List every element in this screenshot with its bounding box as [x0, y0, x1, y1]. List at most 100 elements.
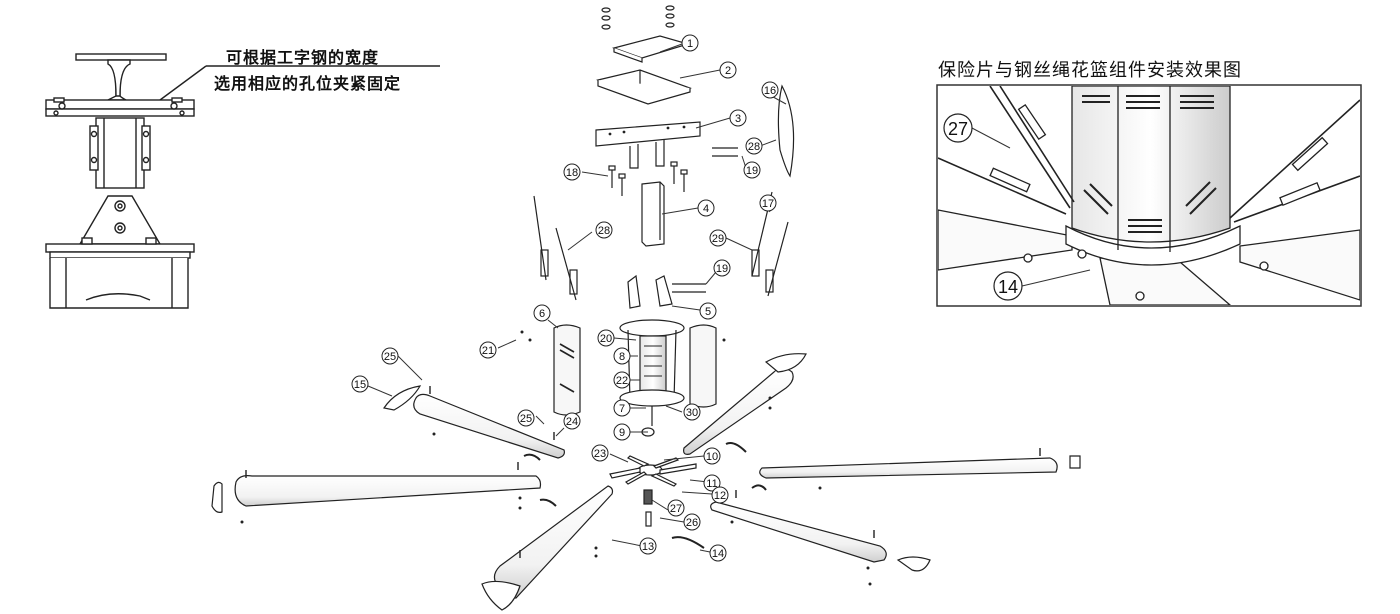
- fan-blades: [234, 367, 1058, 599]
- annotation-line-1: 可根据工字钢的宽度: [226, 48, 380, 67]
- callout-19-upper: 19: [743, 161, 761, 179]
- svg-text:3: 3: [735, 113, 741, 125]
- callout-2: 2: [719, 61, 737, 79]
- part-5-brackets: [627, 274, 673, 309]
- svg-text:23: 23: [594, 448, 606, 460]
- svg-text:10: 10: [706, 451, 718, 463]
- svg-text:19: 19: [746, 165, 758, 177]
- svg-text:18: 18: [566, 167, 578, 179]
- part-18-bolts: [608, 161, 688, 196]
- callout-leaders: [367, 43, 1091, 553]
- callout-10: 10: [703, 447, 721, 465]
- washer-stack-right: [665, 5, 675, 28]
- callout-15: 15: [351, 375, 369, 393]
- callout-17: 17: [759, 194, 777, 212]
- callout-22: 22: [613, 371, 631, 389]
- part-14-clips: [523, 442, 767, 549]
- part-6-cover-right: [689, 324, 717, 408]
- svg-text:2: 2: [725, 65, 731, 77]
- part-16-safety-plate: [777, 84, 795, 178]
- svg-text:14: 14: [998, 277, 1018, 297]
- part-20-top-disc: [619, 319, 685, 337]
- callout-13: 13: [639, 537, 657, 555]
- svg-text:13: 13: [642, 541, 654, 553]
- callout-1: 1: [681, 34, 699, 52]
- svg-text:29: 29: [712, 233, 724, 245]
- annotation-line-2: 选用相应的孔位夹紧固定: [214, 74, 402, 93]
- part-23-hub-star: [609, 455, 697, 487]
- main-exploded-view: [211, 5, 1081, 611]
- callout-11: 11: [703, 474, 721, 492]
- svg-text:11: 11: [706, 478, 717, 490]
- part-26-bolt: [645, 511, 652, 527]
- svg-text:16: 16: [764, 85, 776, 97]
- svg-text:14: 14: [712, 548, 724, 560]
- svg-text:24: 24: [566, 416, 578, 428]
- callout-7: 7: [613, 399, 631, 417]
- svg-text:22: 22: [616, 375, 628, 387]
- callout-3: 3: [729, 109, 747, 127]
- svg-text:25: 25: [384, 351, 396, 363]
- svg-text:12: 12: [714, 490, 726, 502]
- callout-28-lower: 28: [595, 221, 613, 239]
- callout-26: 26: [683, 513, 701, 531]
- callout-5: 5: [699, 302, 717, 320]
- svg-text:28: 28: [598, 225, 610, 237]
- callout-30: 30: [683, 403, 701, 421]
- svg-text:26: 26: [686, 517, 698, 529]
- callout-29: 29: [709, 229, 727, 247]
- callout-19-lower: 19: [713, 259, 731, 277]
- svg-text:27: 27: [670, 503, 682, 515]
- ibeam-clamp-detail: [45, 53, 195, 309]
- callout-27: 27: [667, 499, 685, 517]
- callout-16: 16: [761, 81, 779, 99]
- callout-markers: 1 2 3 4 5 6 7 8 9 10 11 12 13 14 15 16 1…: [351, 34, 779, 562]
- annotation-leader: [159, 65, 440, 101]
- callout-18: 18: [563, 163, 581, 181]
- inset-callouts: 27 14: [943, 113, 1023, 301]
- callout-28-upper: 28: [745, 137, 763, 155]
- callout-25-lower: 25: [517, 409, 535, 427]
- part-6-cover-left: [553, 324, 581, 416]
- callout-4: 4: [697, 199, 715, 217]
- callout-25-upper: 25: [381, 347, 399, 365]
- svg-text:21: 21: [482, 345, 494, 357]
- svg-text:7: 7: [619, 403, 625, 415]
- callout-14: 14: [709, 544, 727, 562]
- callout-8: 8: [613, 347, 631, 365]
- callout-12: 12: [711, 486, 729, 504]
- callout-21: 21: [479, 341, 497, 359]
- blade-end-caps: [211, 353, 1081, 611]
- svg-text:19: 19: [716, 263, 728, 275]
- svg-text:25: 25: [520, 413, 532, 425]
- svg-text:20: 20: [600, 333, 612, 345]
- inset-callout-27: 27: [943, 113, 973, 143]
- inset-title: 保险片与钢丝绳花篮组件安装效果图: [938, 60, 1242, 81]
- callout-23: 23: [591, 444, 609, 462]
- svg-text:5: 5: [705, 306, 711, 318]
- svg-text:17: 17: [762, 198, 774, 210]
- washer-stack-left: [601, 7, 611, 30]
- callout-24: 24: [563, 412, 581, 430]
- part-4-square-tube: [641, 181, 665, 247]
- svg-text:15: 15: [354, 379, 366, 391]
- svg-text:27: 27: [948, 119, 968, 139]
- part-3-mount-plate: [595, 121, 701, 147]
- svg-text:6: 6: [539, 308, 545, 320]
- svg-text:1: 1: [687, 38, 693, 50]
- callout-20: 20: [597, 329, 615, 347]
- callout-9: 9: [613, 423, 631, 441]
- part-27-spring: [643, 489, 653, 505]
- wire-rope-turnbuckles: [533, 191, 789, 301]
- callout-6: 6: [533, 304, 551, 322]
- svg-text:30: 30: [686, 407, 698, 419]
- svg-text:9: 9: [619, 427, 625, 439]
- inset-callout-14: 14: [993, 271, 1023, 301]
- svg-text:4: 4: [703, 203, 709, 215]
- svg-text:28: 28: [748, 141, 760, 153]
- part-7-bottom-disc: [619, 389, 685, 407]
- part-19-bolts: [672, 147, 738, 293]
- svg-text:8: 8: [619, 351, 625, 363]
- inset-illustration: [938, 86, 1360, 305]
